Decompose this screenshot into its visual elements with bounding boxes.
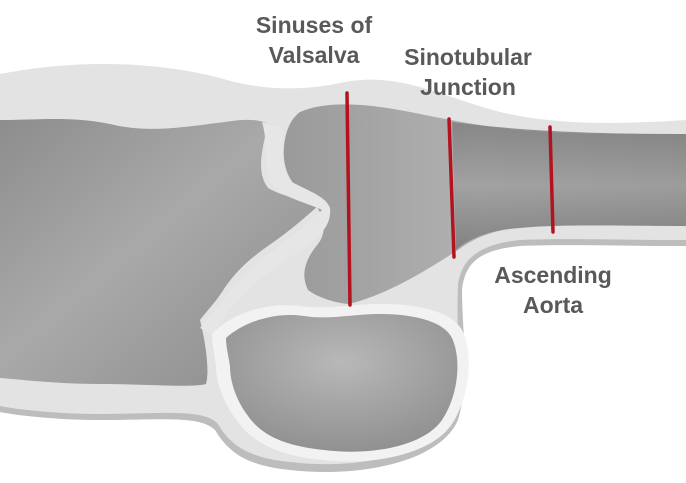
label-asc-line1: Ascending (478, 260, 628, 290)
label-stj-line1: Sinotubular (388, 42, 548, 72)
label-sinuses-of-valsalva: Sinuses of Valsalva (246, 10, 382, 70)
label-ascending-aorta: Ascending Aorta (478, 260, 628, 320)
label-sinuses-line1: Sinuses of (246, 10, 382, 40)
label-sinotubular-junction: Sinotubular Junction (388, 42, 548, 102)
label-sinuses-line2: Valsalva (246, 40, 382, 70)
label-stj-line2: Junction (388, 72, 548, 102)
label-asc-line2: Aorta (478, 290, 628, 320)
